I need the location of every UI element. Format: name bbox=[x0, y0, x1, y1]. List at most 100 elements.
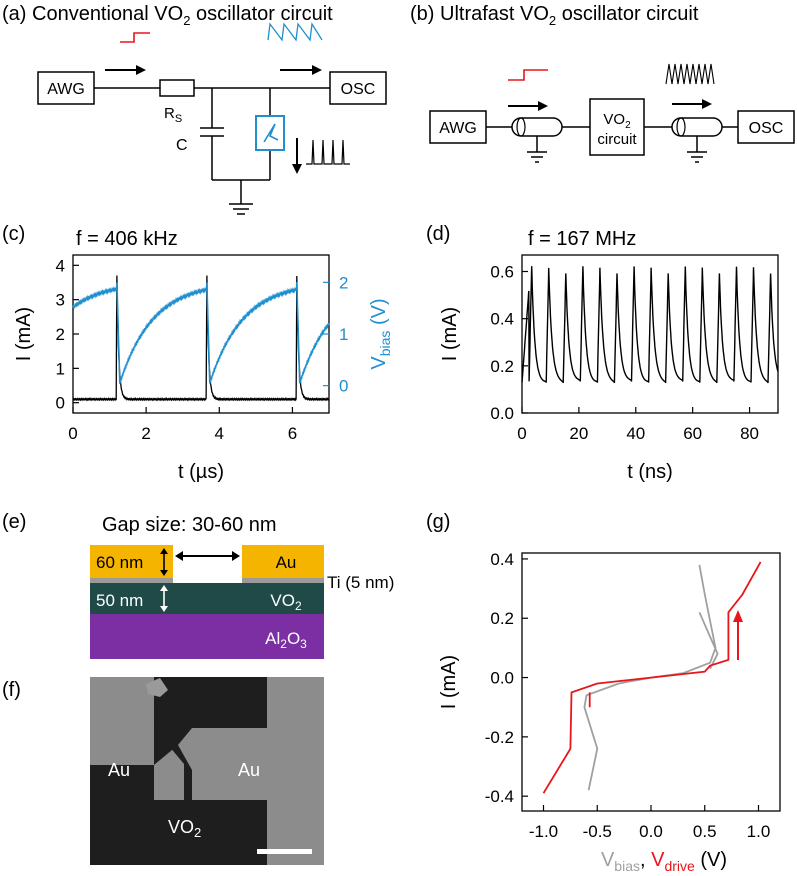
y-tick-label: -0.4 bbox=[485, 787, 514, 806]
y-tick-label: 0 bbox=[56, 394, 65, 413]
iv-series-v-drive bbox=[542, 561, 762, 794]
step-input-icon bbox=[120, 32, 150, 43]
y-tick-label: 1 bbox=[56, 359, 65, 378]
y2-tick-label: 1 bbox=[339, 325, 348, 344]
thickness-arrowheads-2 bbox=[160, 585, 168, 612]
x-tick-label: 80 bbox=[740, 424, 759, 443]
iv-series-v-bias-return bbox=[698, 611, 719, 670]
x-axis-label: t (µs) bbox=[178, 461, 224, 483]
au-label: Au bbox=[276, 553, 297, 572]
x-tick-label: 0 bbox=[517, 424, 526, 443]
x-tick-label: 2 bbox=[141, 424, 150, 443]
left-notch bbox=[154, 717, 178, 765]
ground-wiring bbox=[200, 88, 271, 204]
y-tick-label: 0.0 bbox=[490, 669, 514, 688]
y-tick-label: 0.2 bbox=[490, 357, 514, 376]
panel-c: (c) f = 406 kHz 0 2 4 6 0 1 2 3 4 0 1 2 t (µs) I (m… bbox=[2, 223, 393, 483]
panel-f: (f) Au Au VO2 bbox=[2, 677, 324, 865]
x-tick-label: 6 bbox=[288, 424, 297, 443]
panel-c-frequency: f = 406 kHz bbox=[76, 228, 178, 250]
y-tick-label: 2 bbox=[56, 325, 65, 344]
y-tick-label: 0.4 bbox=[490, 310, 514, 329]
sawtooth-output-icon bbox=[267, 22, 323, 42]
au-thickness-label: 60 nm bbox=[96, 553, 143, 572]
ground-icon bbox=[229, 203, 253, 215]
y-tick-label: -0.2 bbox=[485, 728, 514, 747]
x-axis-label: Vbias, Vdrive (V) bbox=[601, 849, 727, 874]
panel-g-label: (g) bbox=[426, 511, 450, 533]
gap-arrowheads bbox=[175, 551, 240, 561]
x-tick-label: -1.0 bbox=[529, 822, 558, 841]
osc-box bbox=[737, 110, 795, 144]
x-tick-label: 1.0 bbox=[747, 822, 771, 841]
y-axis-label: I (mA) bbox=[13, 307, 35, 361]
x-tick-label: 20 bbox=[569, 424, 588, 443]
iv-curves bbox=[542, 561, 762, 794]
panel-c-label: (c) bbox=[2, 223, 25, 245]
y2-axis-label: Vbias (V) bbox=[368, 298, 393, 369]
debris-particle bbox=[146, 678, 168, 697]
panel-e: (e) Gap size: 30-60 nm 60 nm Au Ti (5 nm… bbox=[2, 511, 394, 659]
plot-frame bbox=[521, 552, 781, 812]
x-tick-label: 0.5 bbox=[693, 822, 717, 841]
panel-b-title: (b) Ultrafast VO2 oscillator circuit bbox=[410, 3, 699, 28]
vbias-trace bbox=[72, 282, 330, 384]
current-trace bbox=[72, 275, 330, 402]
electrode-tip bbox=[178, 728, 192, 770]
au-electrode-right-sem bbox=[192, 677, 324, 865]
arrowhead bbox=[292, 164, 302, 174]
plot-frame bbox=[72, 254, 330, 414]
x-tick-label: 60 bbox=[683, 424, 702, 443]
al2o3-substrate bbox=[90, 614, 324, 659]
au-left-label: Au bbox=[108, 760, 130, 780]
awg-label: AWG bbox=[47, 81, 85, 98]
panel-d-label: (d) bbox=[426, 223, 450, 245]
arrowhead bbox=[733, 610, 743, 622]
vo2-thickness-label: 50 nm bbox=[96, 591, 143, 610]
arrowhead bbox=[702, 99, 712, 109]
step-input-icon bbox=[508, 69, 548, 81]
x-tick-label: 40 bbox=[626, 424, 645, 443]
arrowhead bbox=[136, 65, 146, 75]
osc-label: OSC bbox=[749, 120, 784, 137]
gap-size-label: Gap size: 30-60 nm bbox=[102, 514, 277, 536]
thickness-arrowheads bbox=[160, 548, 168, 576]
current-trace bbox=[521, 266, 779, 384]
y2-tick-label: 2 bbox=[339, 273, 348, 292]
y-tick-label: 4 bbox=[56, 256, 65, 275]
au-electrode-right bbox=[242, 545, 324, 578]
resistor-rs bbox=[159, 79, 195, 97]
vo2-layer bbox=[90, 583, 324, 614]
arrowhead bbox=[538, 101, 548, 111]
scale-bar bbox=[257, 849, 312, 854]
y-axis-label: I (mA) bbox=[438, 655, 460, 709]
vo2-circuit-box bbox=[589, 98, 645, 156]
y-tick-label: 3 bbox=[56, 291, 65, 310]
osc-label: OSC bbox=[341, 81, 376, 98]
rs-label: RS bbox=[164, 105, 182, 125]
vo2-circuit-label: VO2 bbox=[603, 111, 631, 131]
capacitor-label: C bbox=[176, 137, 188, 154]
vo2-label: VO2 bbox=[270, 591, 302, 613]
au-electrode-left-sem bbox=[90, 677, 184, 800]
x-tick-label: 4 bbox=[215, 424, 224, 443]
coax-cable-icon-2 bbox=[671, 117, 723, 163]
y2-tick-label: 0 bbox=[339, 377, 348, 396]
x-axis-label: t (ns) bbox=[627, 461, 673, 483]
x-tick-label: 0 bbox=[68, 424, 77, 443]
arrowhead bbox=[312, 65, 322, 75]
vo2-device-icon bbox=[255, 115, 285, 151]
fast-pulse-output-icon bbox=[665, 63, 715, 85]
awg-box bbox=[37, 71, 95, 105]
y-tick-label: 0.6 bbox=[490, 263, 514, 282]
panel-b: (b) Ultrafast VO2 oscillator circuit AWG… bbox=[410, 3, 795, 163]
vo2-sem-label: VO2 bbox=[168, 817, 201, 840]
panel-d-frequency: f = 167 MHz bbox=[528, 228, 636, 250]
al2o3-label: Al2O3 bbox=[265, 629, 307, 651]
switch-symbol bbox=[263, 123, 279, 143]
ti-layer-right bbox=[242, 578, 324, 583]
ti-label: Ti (5 nm) bbox=[327, 573, 394, 592]
